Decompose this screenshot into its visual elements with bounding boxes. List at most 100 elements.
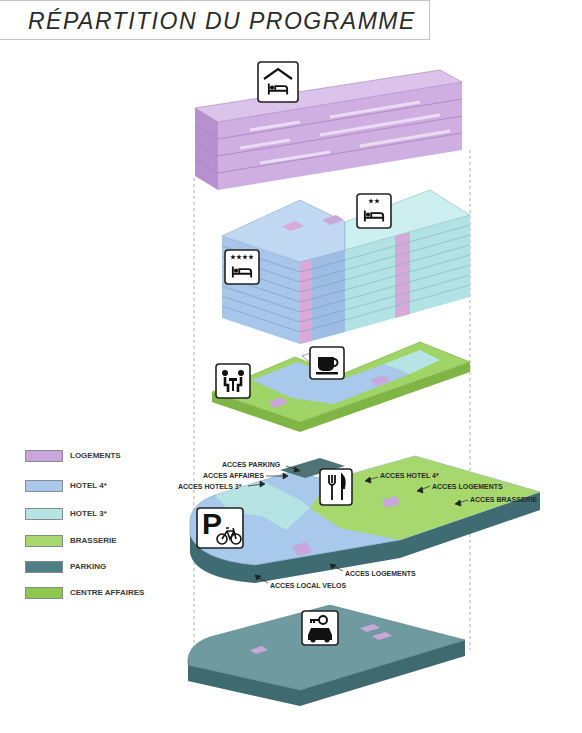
- hotel-4-star-icon: [225, 250, 259, 284]
- basement-parking-level-part: [188, 605, 465, 690]
- car-key-icon-part: [325, 638, 330, 643]
- meeting-icon-part: [238, 370, 244, 376]
- hotel-4-star-icon-part: [230, 254, 236, 259]
- car-key-icon: [302, 611, 338, 645]
- legend-swatch: [25, 480, 63, 492]
- parking-bike-icon-part: [197, 508, 243, 548]
- first-floor-level-part: [370, 375, 390, 386]
- coffee-icon-part: [316, 372, 338, 375]
- housing-level-part-part: [260, 152, 330, 163]
- hotel-levels-part-part: [345, 225, 470, 260]
- coffee-icon-part: [334, 359, 338, 366]
- parking-letter: P: [202, 509, 222, 539]
- hotel-levels-part: [322, 215, 344, 225]
- housing-icon: [258, 62, 298, 102]
- restaurant-icon-part: [342, 475, 345, 500]
- access-label: ACCES HOTEL 4*: [380, 472, 439, 479]
- leader-arrow-part: [417, 487, 423, 493]
- meeting-icon-part: [225, 377, 241, 392]
- title-box: RÉPARTITION DU PROGRAMME: [0, 0, 430, 40]
- coffee-icon-part: [318, 357, 334, 371]
- housing-level-part: [195, 70, 462, 122]
- hotel-levels-part-part: [345, 245, 470, 280]
- car-key-icon-part: [302, 611, 338, 645]
- legend-swatch: [25, 535, 63, 547]
- legend-swatch: [25, 561, 63, 573]
- housing-icon-part: [264, 69, 292, 79]
- housing-level-part-part: [218, 99, 462, 139]
- legend-swatch: [25, 587, 63, 599]
- hotel-levels-part-part: [345, 275, 470, 310]
- leader-arrow-part: [283, 473, 288, 479]
- basement-parking-level: [188, 605, 465, 706]
- housing-level-part-part: [360, 131, 450, 146]
- meeting-icon-part: [229, 378, 237, 381]
- basement-parking-level-part: [372, 632, 392, 640]
- hotel-2-star-icon-part: [357, 194, 391, 228]
- leader-arrow-part: [365, 477, 371, 483]
- hotel-levels-part-part: [222, 306, 345, 332]
- access-label: ACCES HOTELS 3*: [178, 483, 241, 490]
- legend-swatch: [25, 450, 63, 462]
- meeting-icon: [216, 364, 250, 398]
- hotel-levels-part-part: [222, 296, 345, 322]
- hotel-levels-part-part: [345, 235, 470, 270]
- legend-text: BRASSERIE: [70, 537, 117, 545]
- housing-level-part-part: [218, 116, 462, 156]
- housing-level-part-part: [195, 142, 218, 156]
- first-floor-level: [212, 342, 470, 432]
- hotel-levels-part-part: [345, 285, 470, 320]
- housing-level-part: [240, 102, 450, 163]
- parking-bike-icon: [197, 508, 243, 548]
- hotel-levels-part: [345, 225, 470, 320]
- housing-level-part-part: [330, 102, 420, 117]
- ground-floor-level-part: [262, 500, 310, 530]
- hotel-levels-part: [282, 221, 304, 231]
- car-key-icon-part: [311, 638, 316, 643]
- leader-arrow-part: [260, 481, 265, 487]
- leader-arrow-part: [330, 564, 336, 569]
- hotel-4-star-icon-part: [242, 254, 248, 259]
- title: RÉPARTITION DU PROGRAMME: [28, 8, 416, 35]
- housing-level-part-part: [320, 115, 440, 135]
- hotel-levels-part-part: [345, 255, 470, 290]
- housing-level-part-part: [250, 122, 300, 130]
- legend-text: LOGEMENTS: [70, 452, 121, 460]
- leader-arrow-part: [294, 467, 300, 472]
- access-label: ACCES PARKING: [222, 461, 280, 468]
- basement-parking-level-part: [250, 646, 268, 654]
- hotel-4-star-icon-part: [248, 254, 254, 259]
- hotel-levels-part: [345, 190, 470, 250]
- restaurant-icon-part: [329, 475, 335, 500]
- legend-text: PARKING: [70, 563, 106, 571]
- first-floor-level-part: [268, 397, 288, 408]
- hotel-levels-part-part: [222, 286, 345, 312]
- legend-text: CENTRE AFFAIRES: [70, 589, 144, 597]
- parking-bike-icon-part-part: [222, 528, 236, 539]
- hotel-2-star-icon: [357, 194, 391, 228]
- hotel-4-star-icon-part: [225, 250, 259, 284]
- basement-parking-level-part: [360, 624, 380, 632]
- housing-level-part-part: [195, 159, 218, 173]
- restaurant-icon-part: [320, 469, 352, 505]
- guide-line-part: [194, 178, 195, 668]
- first-floor-level-part: [212, 342, 470, 422]
- restaurant-icon: [320, 469, 352, 505]
- leader-arrow-part: [266, 476, 285, 477]
- coffee-icon: [310, 347, 344, 379]
- access-label: ACCES LOGEMENTS: [345, 570, 416, 577]
- housing-icon-part: [258, 62, 298, 102]
- housing-level-part-part: [218, 133, 462, 173]
- leader-arrow-part: [455, 500, 461, 506]
- legend-swatch: [25, 508, 63, 520]
- legend-text: HOTEL 4*: [70, 482, 107, 490]
- hotel-levels: [222, 190, 470, 344]
- access-label: ACCES LOGEMENTS: [432, 483, 503, 490]
- hotel-2-star-icon-part: [368, 198, 374, 203]
- legend-text: HOTEL 3*: [70, 510, 107, 518]
- leader-arrow-part: [255, 575, 261, 580]
- coffee-icon-part: [310, 347, 344, 379]
- hotel-4-star-icon-part: [233, 266, 251, 277]
- access-label: ACCES LOCAL VELOS: [270, 582, 346, 589]
